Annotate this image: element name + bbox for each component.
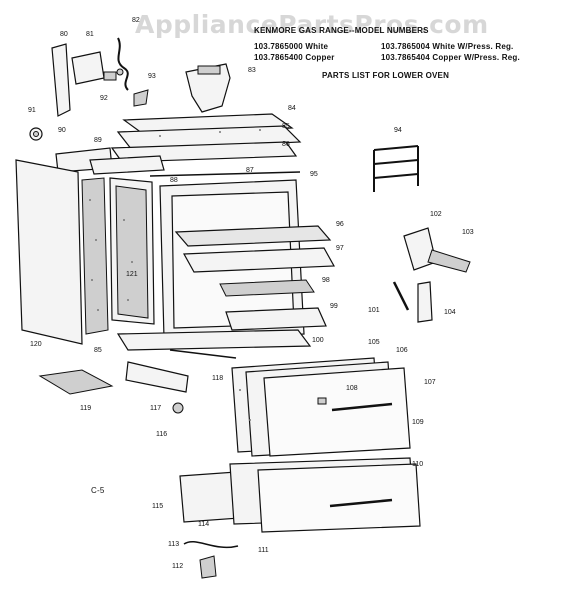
- callout-83: 83: [248, 67, 256, 74]
- part-80-bracket: [51, 43, 71, 117]
- callout-107: 107: [424, 379, 436, 386]
- callout-90: 90: [58, 127, 66, 134]
- part-116-fastener: [172, 402, 184, 414]
- part-101-link: [392, 281, 410, 311]
- part-102-hinge: [403, 227, 437, 271]
- part-118-tube: [125, 361, 189, 393]
- part-99-drip-pan: [225, 307, 327, 331]
- part-110-drawer-front: [257, 463, 421, 533]
- callout-101: 101: [368, 307, 380, 314]
- callout-112: 112: [172, 563, 183, 570]
- part-91-knob-center: [33, 131, 39, 137]
- callout-111: 111: [258, 547, 269, 554]
- callout-98: 98: [322, 277, 330, 284]
- part-100-oven-bottom: [116, 329, 312, 351]
- part-89-frame: [89, 155, 165, 175]
- part-81-panel: [71, 51, 105, 85]
- callout-115: 115: [152, 503, 163, 510]
- part-108-badge: [317, 397, 327, 405]
- part-112-bracket: [199, 555, 217, 579]
- callout-113: 113: [168, 541, 179, 548]
- part-120-side-panel: [15, 159, 83, 345]
- callout-94: 94: [394, 127, 402, 134]
- part-97-broiler-pan: [183, 247, 335, 273]
- callout-109: 109: [412, 419, 424, 426]
- callout-99: 99: [330, 303, 338, 310]
- parts-list-title: PARTS LIST FOR LOWER OVEN: [322, 71, 450, 80]
- part-107-door-handle: [331, 402, 393, 412]
- callout-85: 85: [94, 347, 102, 354]
- header-title: KENMORE GAS RANGE--MODEL NUMBERS: [254, 26, 429, 35]
- callout-103: 103: [462, 229, 474, 236]
- part-98-broiler-grid: [219, 279, 315, 297]
- part-119-vent: [38, 369, 114, 395]
- callout-116: 116: [156, 431, 167, 438]
- callout-102: 102: [430, 211, 442, 218]
- model-number-1: 103.7865000 White: [254, 42, 329, 51]
- callout-93: 93: [148, 73, 156, 80]
- watermark-text: AppliancePartsPros.com: [135, 10, 489, 39]
- part-93-clip: [133, 89, 149, 107]
- callout-82: 82: [132, 17, 140, 24]
- part-83-vent-grille: [197, 65, 221, 75]
- page-code: C-5: [91, 486, 105, 495]
- part-82-harness: [117, 37, 129, 91]
- part-113-wire: [183, 541, 239, 549]
- callout-88: 88: [170, 177, 178, 184]
- callout-92: 92: [100, 95, 108, 102]
- callout-104: 104: [444, 309, 456, 316]
- part-103-hinge-arm: [427, 249, 471, 273]
- callout-95: 95: [310, 171, 318, 178]
- callout-100: 100: [312, 337, 324, 344]
- callout-86: 86: [282, 141, 290, 148]
- part-111-drawer-handle: [329, 498, 393, 508]
- part-117-rod: [169, 349, 237, 359]
- callout-119: 119: [80, 405, 91, 412]
- callout-117: 117: [150, 405, 161, 412]
- callout-labels: 80 81 82 83 84 85 86 87 88 89 90 91 92 93 94 95 96 97 98 99…: [28, 17, 474, 570]
- part-109-door-panel: [263, 367, 411, 457]
- callout-118: 118: [212, 375, 223, 382]
- part-96-oven-rack: [174, 225, 332, 247]
- part-83-vent: [185, 63, 231, 113]
- callout-106: 106: [396, 347, 408, 354]
- part-87-rail: [149, 171, 301, 177]
- callout-105: 105: [368, 339, 380, 346]
- part-92-connector: [103, 71, 117, 81]
- callout-81: 81: [86, 31, 94, 38]
- part-82-connector: [116, 68, 124, 76]
- model-number-3: 103.7865400 Copper: [254, 53, 335, 62]
- callout-120: 120: [30, 341, 42, 348]
- callout-85: 85: [282, 123, 290, 130]
- callout-97: 97: [336, 245, 344, 252]
- callout-114: 114: [198, 521, 209, 528]
- callout-96: 96: [336, 221, 344, 228]
- callout-87: 87: [246, 167, 254, 174]
- callout-121: 121: [126, 271, 138, 278]
- insulation-texture: [89, 129, 261, 421]
- model-number-2: 103.7865004 White W/Press. Reg.: [381, 42, 514, 51]
- part-88-insulation: [115, 185, 149, 319]
- callout-80: 80: [60, 31, 68, 38]
- callout-91: 91: [28, 107, 36, 114]
- part-85-side-insulation: [81, 177, 109, 335]
- callout-108: 108: [346, 385, 358, 392]
- callout-84: 84: [288, 105, 296, 112]
- model-number-4: 103.7865404 Copper W/Press. Reg.: [381, 53, 520, 62]
- callout-110: 110: [412, 461, 423, 468]
- callout-89: 89: [94, 137, 102, 144]
- part-104-bracket: [417, 281, 433, 323]
- part-94-rack-support: [373, 145, 419, 192]
